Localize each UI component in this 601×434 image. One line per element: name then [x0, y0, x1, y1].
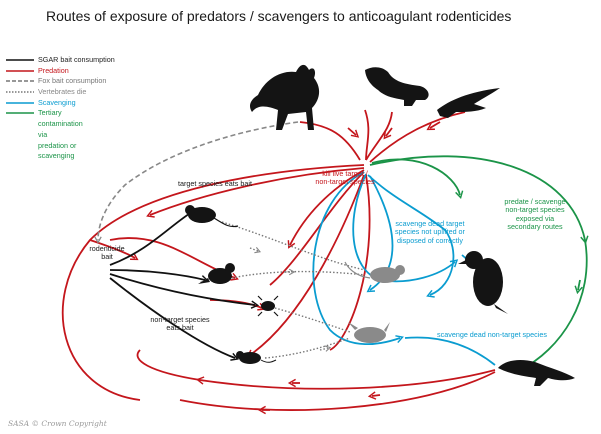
beetle-icon	[258, 296, 278, 316]
bird-icon	[198, 263, 235, 284]
crow-icon	[458, 251, 508, 314]
label-scavenge-dead-target: scavenge dead target species not uplifte…	[376, 220, 484, 245]
label-tertiary-route: predate / scavenge non-target species ex…	[490, 198, 580, 232]
kite-icon	[437, 88, 500, 118]
label-scavenge-dead-nontarget: scavenge dead non-target species	[412, 331, 572, 339]
dead-bird-icon	[348, 322, 390, 343]
label-nontarget-eats-bait: non-target species eats bait	[138, 316, 222, 333]
rat-icon	[185, 205, 238, 227]
bait-consumption-routes	[110, 210, 255, 358]
label-rodenticide-bait: rodenticide bait	[82, 245, 132, 262]
label-target-eats-bait: target species eats bait	[160, 180, 270, 188]
weasel-icon	[498, 360, 575, 386]
vertebrates-die-routes	[222, 222, 365, 358]
dead-rat-icon	[345, 262, 405, 283]
fox-icon	[250, 65, 319, 130]
copyright-credit: SASA © Crown Copyright	[8, 419, 107, 428]
stoat-icon	[365, 67, 429, 106]
label-kill-live-target: kill live target / non-target species	[305, 170, 385, 187]
